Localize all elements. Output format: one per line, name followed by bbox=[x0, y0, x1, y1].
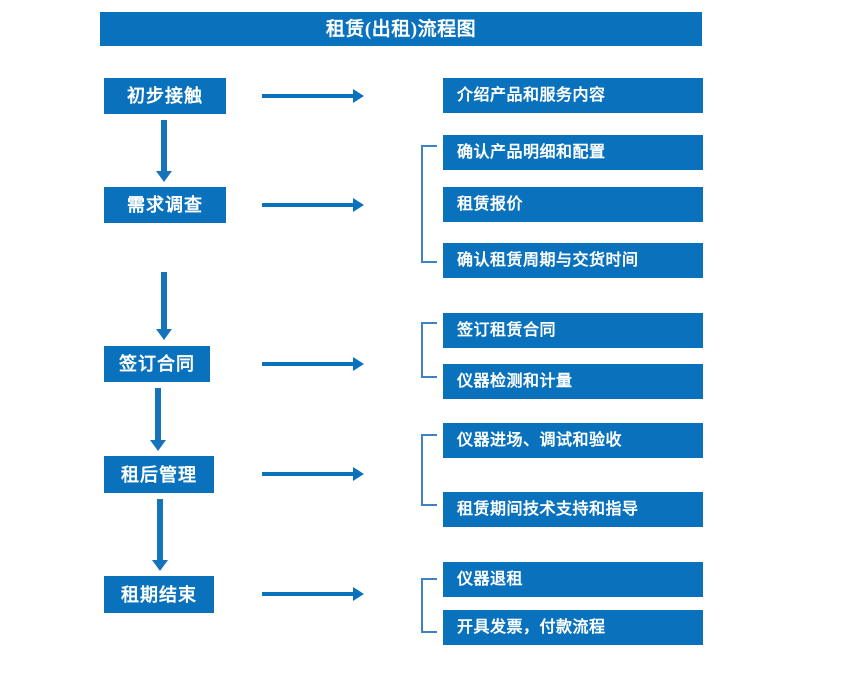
detail-box-invoice-payment[interactable]: 开具发票，付款流程 bbox=[443, 610, 703, 645]
stage-box-initial-contact[interactable]: 初步接触 bbox=[104, 78, 226, 114]
arrow-shaft bbox=[262, 94, 353, 98]
detail-box-intro-products-services[interactable]: 介绍产品和服务内容 bbox=[443, 78, 703, 113]
detail-label: 签订租赁合同 bbox=[457, 321, 557, 339]
flowchart-title-banner: 租赁(出租)流程图 bbox=[100, 12, 702, 46]
arrow-head-down-icon bbox=[156, 329, 172, 340]
arrow-shaft bbox=[157, 499, 163, 560]
branch-arrow-right-4 bbox=[262, 467, 364, 481]
stage-label: 需求调查 bbox=[127, 195, 203, 215]
arrow-head-down-icon bbox=[156, 171, 172, 182]
detail-label: 确认产品明细和配置 bbox=[457, 143, 606, 161]
arrow-head-down-icon bbox=[150, 440, 166, 451]
stage-box-sign-contract[interactable]: 签订合同 bbox=[104, 346, 210, 382]
stage-label: 初步接触 bbox=[127, 86, 203, 106]
arrow-head-down-icon bbox=[152, 560, 168, 571]
branch-arrow-right-5 bbox=[262, 587, 364, 601]
arrow-head-right-icon bbox=[353, 357, 364, 371]
arrow-head-right-icon bbox=[353, 467, 364, 481]
detail-label: 介绍产品和服务内容 bbox=[457, 86, 606, 104]
detail-box-instrument-testing[interactable]: 仪器检测和计量 bbox=[443, 364, 703, 399]
group-bracket-post-rental bbox=[421, 434, 437, 506]
flow-arrow-down-4 bbox=[152, 499, 168, 571]
group-bracket-needs-survey bbox=[421, 145, 437, 263]
stage-box-rental-end[interactable]: 租期结束 bbox=[104, 576, 214, 613]
arrow-shaft bbox=[155, 388, 161, 440]
detail-label: 仪器退租 bbox=[457, 570, 524, 588]
detail-box-technical-support[interactable]: 租赁期间技术支持和指导 bbox=[443, 492, 703, 527]
stage-label: 租后管理 bbox=[121, 464, 197, 485]
stage-label: 签订合同 bbox=[119, 354, 195, 374]
page-title: 租赁(出租)流程图 bbox=[325, 18, 477, 40]
detail-box-rental-quote[interactable]: 租赁报价 bbox=[443, 187, 703, 222]
arrow-shaft bbox=[262, 592, 353, 596]
branch-arrow-right-2 bbox=[262, 198, 364, 212]
arrow-head-right-icon bbox=[353, 587, 364, 601]
flow-arrow-down-3 bbox=[150, 388, 166, 451]
group-bracket-rental-end bbox=[421, 578, 437, 633]
flow-arrow-down-2 bbox=[156, 272, 172, 340]
arrow-shaft bbox=[262, 362, 353, 366]
flow-arrow-down-1 bbox=[156, 120, 172, 182]
branch-arrow-right-1 bbox=[262, 89, 364, 103]
stage-box-post-rental-management[interactable]: 租后管理 bbox=[104, 456, 214, 493]
arrow-shaft bbox=[161, 272, 167, 329]
arrow-head-right-icon bbox=[353, 89, 364, 103]
stage-box-needs-survey[interactable]: 需求调查 bbox=[104, 187, 226, 223]
arrow-head-right-icon bbox=[353, 198, 364, 212]
detail-label: 租赁期间技术支持和指导 bbox=[457, 500, 639, 518]
stage-label: 租期结束 bbox=[121, 584, 197, 605]
detail-label: 租赁报价 bbox=[457, 195, 524, 213]
detail-box-confirm-period-delivery[interactable]: 确认租赁周期与交货时间 bbox=[443, 243, 703, 278]
detail-label: 仪器检测和计量 bbox=[457, 372, 573, 390]
arrow-shaft bbox=[262, 472, 353, 476]
group-bracket-sign-contract bbox=[421, 322, 437, 378]
branch-arrow-right-3 bbox=[262, 357, 364, 371]
arrow-shaft bbox=[262, 203, 353, 207]
detail-box-confirm-product-spec[interactable]: 确认产品明细和配置 bbox=[443, 135, 703, 170]
detail-label: 确认租赁周期与交货时间 bbox=[457, 251, 639, 269]
detail-label: 仪器进场、调试和验收 bbox=[457, 431, 623, 449]
detail-box-sign-rental-contract[interactable]: 签订租赁合同 bbox=[443, 313, 703, 348]
arrow-shaft bbox=[161, 120, 167, 171]
detail-box-instrument-return[interactable]: 仪器退租 bbox=[443, 562, 703, 597]
detail-label: 开具发票，付款流程 bbox=[457, 618, 606, 636]
detail-box-instrument-delivery-commissioning[interactable]: 仪器进场、调试和验收 bbox=[443, 423, 703, 458]
